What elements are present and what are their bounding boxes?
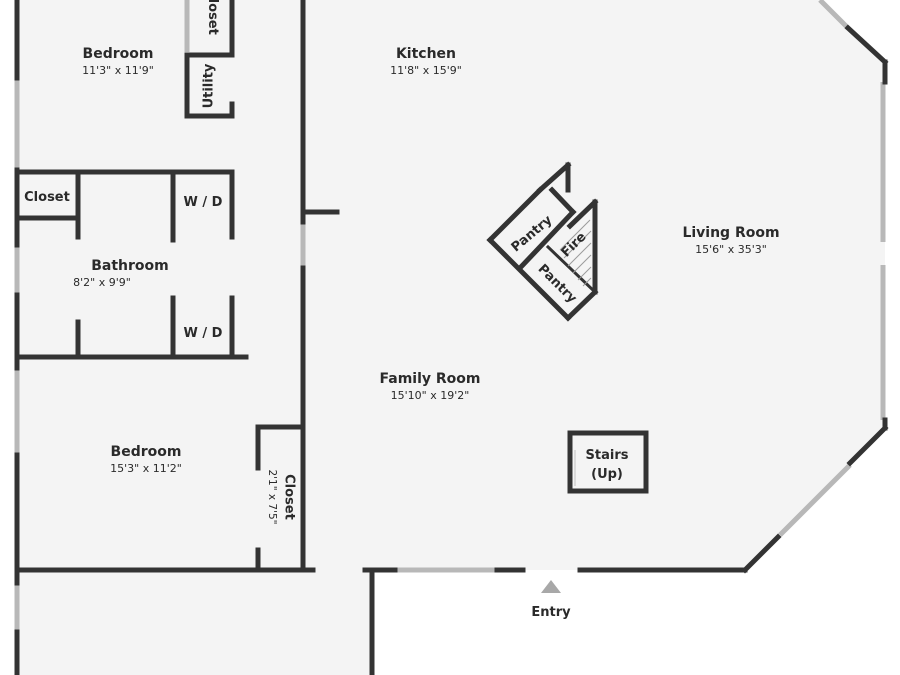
fire-hatching: [559, 219, 592, 287]
living-room-dims: 15'6" x 35'3": [695, 243, 767, 256]
windows: [14, 0, 886, 632]
stairs-block: [567, 430, 649, 494]
living-room-name: Living Room: [682, 225, 779, 241]
closet-top-name: Closet: [205, 0, 220, 35]
entry-arrow-icon: [541, 580, 561, 593]
closet-bottom-dims: 2'1" x 7'5": [266, 469, 278, 524]
family-room-dims: 15'10" x 19'2": [391, 389, 470, 402]
kitchen-dims: 11'8" x 15'9": [390, 64, 462, 77]
wd-top-name: W / D: [184, 195, 223, 210]
bathroom-dims: 8'2" x 9'9": [73, 276, 131, 289]
wd-bottom-name: W / D: [184, 326, 223, 341]
kitchen-name: Kitchen: [396, 46, 456, 62]
walls: [14, 0, 889, 675]
bedroom-top-dims: 11'3" x 11'9": [82, 64, 154, 77]
entry-label: Entry: [531, 605, 571, 620]
bedroom-bottom-dims: 15'3" x 11'2": [110, 462, 182, 475]
stairs-label-line1: Stairs: [586, 448, 629, 463]
closet-bottom-name: Closet: [282, 474, 297, 520]
bedroom-bottom-name: Bedroom: [111, 444, 182, 460]
closet-left-name: Closet: [24, 190, 70, 205]
bedroom-top-name: Bedroom: [83, 46, 154, 62]
floor-fills: [17, 0, 885, 675]
family-room-name: Family Room: [380, 371, 481, 387]
stairs-label-line2: (Up): [591, 467, 623, 482]
utility-name: Utility: [202, 63, 217, 108]
bathroom-name: Bathroom: [91, 258, 169, 274]
pantry-fire-block: [486, 161, 599, 322]
